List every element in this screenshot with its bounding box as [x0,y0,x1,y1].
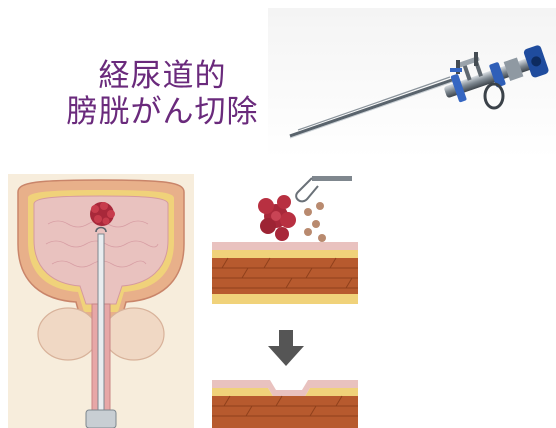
title-line-1: 経尿道的 [40,56,285,96]
tumor [258,195,296,241]
step-arrow [268,330,304,366]
title-line-2: 膀胱がん切除 [40,92,285,132]
bladder-illustration [8,174,194,428]
resection-before-diagram [212,176,358,304]
resectoscope-icon [268,8,556,158]
resection-after-diagram [212,376,358,428]
resectoscope-photo [268,8,556,158]
arrow-down-icon [268,330,304,366]
